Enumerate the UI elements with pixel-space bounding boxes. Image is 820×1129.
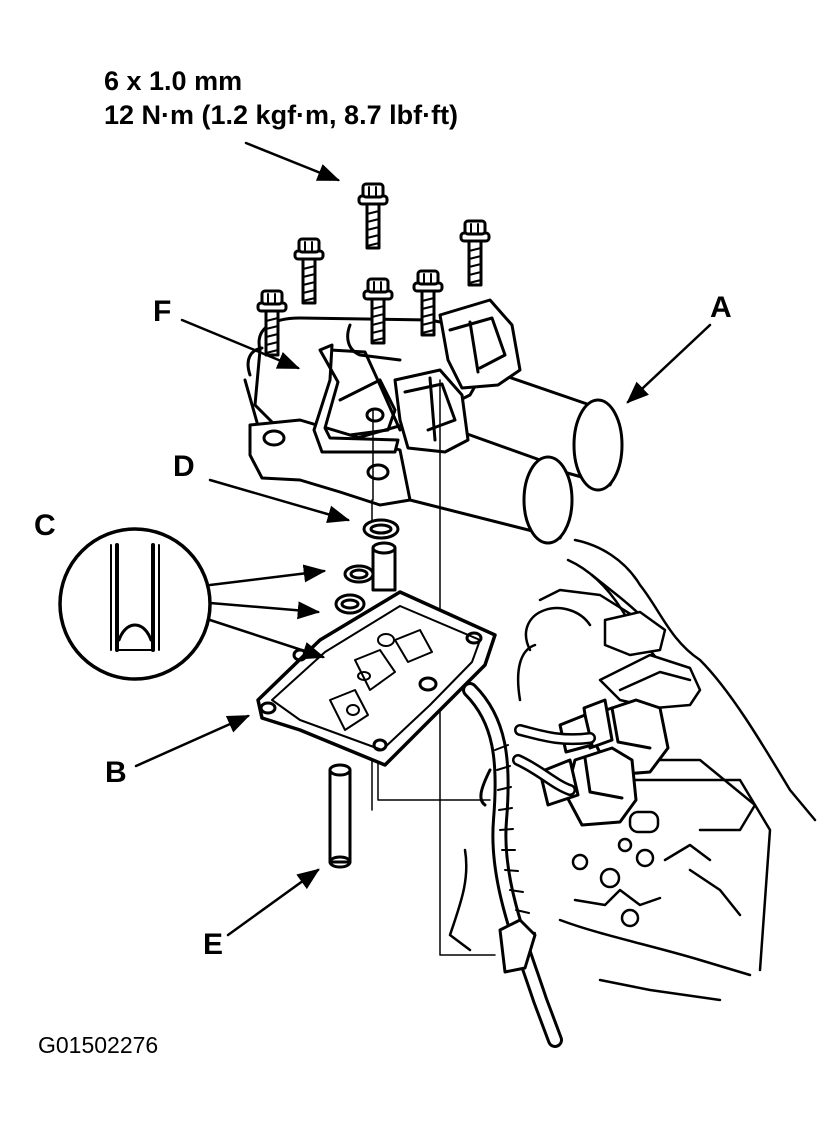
solenoid-valve-assembly — [243, 298, 624, 545]
gasket — [256, 590, 497, 767]
transmission-housing — [448, 538, 817, 1002]
callout-a: A — [710, 291, 732, 324]
callout-d: D — [173, 450, 195, 483]
callout-e: E — [203, 928, 224, 961]
callout-f: F — [153, 295, 172, 328]
bolt-size-spec: 6 x 1.0 mm — [104, 66, 243, 96]
wire-harness — [462, 682, 596, 1048]
torque-spec: 12 N·m (1.2 kgf·m, 8.7 lbf·ft) — [104, 100, 459, 130]
callout-c: C — [34, 509, 56, 542]
connector-lower — [538, 746, 638, 827]
detail-circle — [58, 527, 212, 681]
bracket — [312, 343, 400, 454]
leader-arrows — [134, 141, 712, 937]
dowel-pin — [328, 763, 352, 869]
figure-id: G01502276 — [38, 1032, 159, 1058]
o-ring — [362, 518, 400, 540]
callout-b: B — [105, 756, 127, 789]
